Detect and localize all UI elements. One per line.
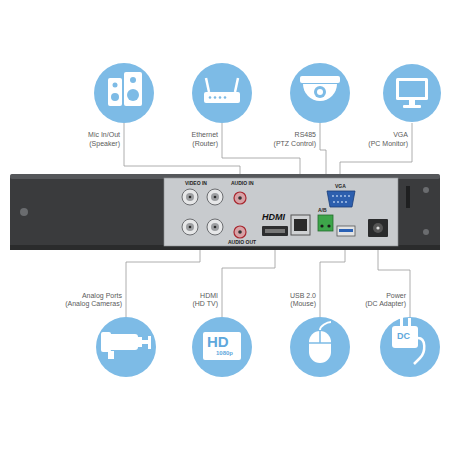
icon-circles [94, 63, 441, 377]
router-icon [204, 78, 240, 103]
port-name: Power [365, 292, 406, 301]
icon-circle: Power(DC Adapter) [380, 317, 440, 377]
device-name: (HD TV) [192, 300, 218, 309]
port-label: VIDEO IN [185, 181, 207, 187]
port-caption: USB 2.0(Mouse) [290, 292, 316, 310]
port-caption: Ethernet(Router) [192, 131, 218, 149]
port-label: A/B [318, 208, 327, 214]
dvr-back-panel [10, 174, 440, 250]
dome-camera-icon [300, 76, 340, 101]
monitor-icon [396, 78, 428, 108]
bullet-camera-icon [101, 332, 151, 359]
dc-badge: DC [397, 332, 410, 342]
port-label: AUDIO OUT [228, 240, 256, 246]
port-name: Analog Ports [65, 292, 122, 301]
port-caption: VGA(PC Monitor) [368, 131, 408, 149]
icon-circle: USB 2.0(Mouse) [290, 317, 350, 377]
port-name: RS485 [274, 131, 316, 140]
port-name: Mic In/Out [88, 131, 120, 140]
dc-adapter-icon [392, 318, 424, 364]
device-name: (Router) [192, 140, 218, 149]
port-caption: Analog Ports(Analog Cameras) [65, 292, 122, 310]
speaker-icon [108, 72, 142, 106]
device-name: (Mouse) [290, 300, 316, 309]
port-caption: HDMI(HD TV) [192, 292, 218, 310]
icon-circle: Analog Ports(Analog Cameras) [96, 317, 156, 377]
resolution-badge: 1080p [216, 350, 233, 357]
device-name: (DC Adapter) [365, 300, 406, 309]
icon-circle: RS485(PTZ Control) [290, 63, 350, 123]
port-label: VGA [335, 184, 346, 190]
device-name: (Analog Cameras) [65, 300, 122, 309]
mouse-icon [309, 322, 331, 363]
hd-tv-icon [203, 332, 241, 360]
device-name: (PTZ Control) [274, 140, 316, 149]
port-label: AUDIO IN [231, 181, 254, 187]
device-name: (Speaker) [88, 140, 120, 149]
port-name: HDMI [192, 292, 218, 301]
port-caption: Mic In/Out(Speaker) [88, 131, 120, 149]
port-caption: RS485(PTZ Control) [274, 131, 316, 149]
hd-badge: HD [207, 334, 229, 351]
icon-circle: VGA(PC Monitor) [382, 63, 442, 123]
icon-circle: Ethernet(Router) [192, 63, 252, 123]
port-name: USB 2.0 [290, 292, 316, 301]
icon-circle: Mic In/Out(Speaker) [94, 63, 154, 123]
port-name: VGA [368, 131, 408, 140]
device-name: (PC Monitor) [368, 140, 408, 149]
port-name: Ethernet [192, 131, 218, 140]
port-caption: Power(DC Adapter) [365, 292, 406, 310]
hdmi-logo: HDMI [262, 213, 285, 223]
leader-lines [124, 123, 412, 317]
